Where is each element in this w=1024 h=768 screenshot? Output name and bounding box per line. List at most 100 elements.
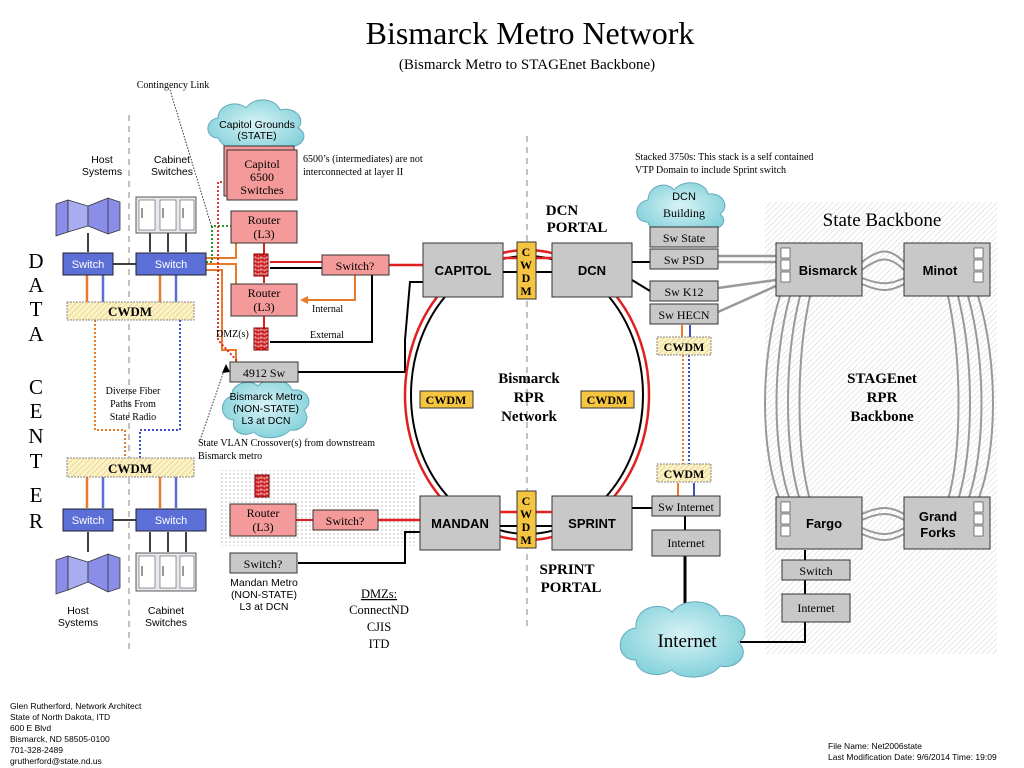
svg-text:R: R	[29, 509, 43, 533]
sprint-portal-label-1: SPRINT	[539, 562, 594, 578]
node-grand-forks[interactable]	[903, 496, 991, 550]
page-title: Bismarck Metro Network	[366, 15, 695, 51]
sw-internet[interactable]	[651, 495, 721, 517]
svg-text:D: D	[522, 520, 531, 534]
sw-psd[interactable]	[649, 248, 719, 270]
capitol-stack-label-1: Capitol	[244, 157, 280, 171]
contingency-link-label: Contingency Link	[137, 80, 210, 91]
dcn-cwdm-bottom-label: CWDM	[664, 467, 705, 481]
cabinet-switches-bottom-label-2: Switches	[145, 617, 187, 629]
external-label: External	[310, 330, 344, 341]
capitol-router-top[interactable]	[230, 210, 298, 244]
dcn-cwdm-top[interactable]	[656, 336, 712, 356]
dc-cwdm-bottom[interactable]	[66, 457, 195, 478]
host-systems-bottom-label-2: Systems	[58, 617, 98, 629]
dc-switch-bottom-left[interactable]	[62, 508, 114, 532]
capitol-stack-label-3: Switches	[240, 183, 284, 197]
sw-psd-label: Sw PSD	[664, 253, 705, 267]
ring-cwdm-left-label: CWDM	[426, 393, 467, 407]
internet-router-box-label: Internet	[667, 536, 705, 550]
svg-text:E: E	[30, 483, 43, 507]
node-grand-forks-label-1: Grand	[919, 509, 957, 524]
node-dcn[interactable]	[551, 242, 633, 298]
backbone-switch[interactable]	[781, 559, 851, 581]
sw-k12[interactable]	[649, 280, 719, 302]
svg-text:State of North Dakota, ITD: State of North Dakota, ITD	[10, 712, 110, 722]
backbone-internet[interactable]	[781, 593, 851, 623]
dmzs-short-label: DMZ(s)	[216, 329, 249, 340]
host-systems-top-icon	[55, 197, 121, 237]
state-vlan-note-1: State VLAN Crossover(s) from downstream	[198, 438, 375, 449]
mandan-metro-label-2: (NON-STATE)	[231, 589, 297, 601]
node-mandan[interactable]	[419, 495, 501, 551]
bismarck-rpr-label-1: Bismarck	[498, 371, 560, 387]
bismarck-rpr-label-2: RPR	[514, 390, 545, 406]
mandan-switch-question-2[interactable]	[229, 552, 298, 574]
bismarck-metro-label-1: Bismarck Metro	[230, 391, 303, 403]
ring-cwdm-bottom[interactable]	[516, 490, 537, 549]
stacked-note-2: VTP Domain to include Sprint switch	[635, 165, 786, 176]
node-bismarck[interactable]	[775, 242, 863, 297]
node-capitol-label: CAPITOL	[435, 263, 492, 278]
dc-cwdm-bottom-label: CWDM	[108, 461, 152, 476]
svg-text:W: W	[520, 507, 532, 521]
node-sprint-label: SPRINT	[568, 516, 616, 531]
host-systems-top-label-1: Host	[91, 154, 113, 166]
sw-internet-label: Sw Internet	[658, 500, 714, 514]
cabinet-switches-bottom-icon	[135, 552, 197, 592]
mandan-metro-label-1: Mandan Metro	[230, 577, 298, 589]
dcn-cwdm-top-label: CWDM	[664, 340, 705, 354]
svg-text:D: D	[28, 249, 43, 273]
svg-text:600 E Blvd: 600 E Blvd	[10, 723, 51, 733]
node-minot[interactable]	[903, 242, 991, 297]
node-fargo[interactable]	[775, 496, 863, 550]
svg-text:M: M	[520, 533, 531, 547]
dc-switch-top-left[interactable]	[62, 252, 114, 276]
svg-text:C: C	[29, 375, 43, 399]
dcn-cwdm-bottom[interactable]	[656, 463, 712, 483]
state-vlan-note-2: Bismarck metro	[198, 451, 262, 462]
mandan-switch-question[interactable]	[312, 509, 379, 531]
node-capitol[interactable]	[422, 242, 504, 298]
bismarck-metro-label-3: L3 at DCN	[241, 415, 290, 427]
host-systems-bottom-icon	[55, 553, 121, 595]
ring-cwdm-left[interactable]	[419, 390, 474, 409]
stagenet-label-2: RPR	[867, 390, 898, 406]
sw-state[interactable]	[649, 226, 719, 248]
dc-switch-top-right[interactable]	[135, 252, 207, 276]
internet-router-box[interactable]	[651, 529, 721, 557]
dmzs-title: DMZs:	[361, 587, 397, 601]
svg-text:Bismarck, ND 58505-0100: Bismarck, ND 58505-0100	[10, 734, 110, 744]
dc-switch-bottom-right-label: Switch	[155, 515, 187, 527]
capitol-switch-question-label: Switch?	[336, 259, 375, 273]
node-sprint[interactable]	[551, 495, 633, 551]
mandan-metro-label-3: L3 at DCN	[239, 601, 288, 613]
mandan-router-label-2: (L3)	[252, 520, 273, 534]
capitol-router-bottom[interactable]	[230, 283, 298, 317]
last-modification: Last Modification Date: 9/6/2014 Time: 1…	[828, 752, 997, 762]
dc-cwdm-top[interactable]	[66, 301, 195, 321]
capitol-grounds-label-2: (STATE)	[237, 130, 276, 142]
ring-cwdm-right[interactable]	[580, 390, 635, 409]
capitol-6500-stack[interactable]	[223, 145, 298, 201]
capitol-switch-question[interactable]	[321, 254, 390, 276]
dc-switch-bottom-right[interactable]	[135, 508, 207, 532]
mandan-firewall-icon	[254, 474, 270, 498]
ring-cwdm-top[interactable]	[516, 241, 537, 300]
svg-text:N: N	[28, 424, 43, 448]
internet-cloud-label: Internet	[657, 631, 717, 652]
svg-text:T: T	[30, 449, 43, 473]
svg-text:Glen Rutherford, Network Archi: Glen Rutherford, Network Architect	[10, 701, 142, 711]
mandan-switch-question-2-label: Switch?	[244, 557, 283, 571]
mandan-router[interactable]	[229, 503, 297, 537]
sw-hecn[interactable]	[649, 303, 719, 325]
dcn-building-label-2: Building	[663, 206, 705, 220]
backbone-switch-label: Switch	[799, 564, 832, 578]
switch-4912[interactable]	[229, 361, 299, 383]
diverse-fiber-3: State Radio	[110, 412, 156, 423]
data-center-label: D A T A C E N T E R	[28, 249, 44, 533]
sprint-portal-label-2: PORTAL	[541, 580, 602, 596]
dc-switch-top-right-label: Switch	[155, 259, 187, 271]
capitol-grounds-label-1: Capitol Grounds	[219, 119, 295, 131]
firewall-icon-bottom	[253, 327, 269, 351]
